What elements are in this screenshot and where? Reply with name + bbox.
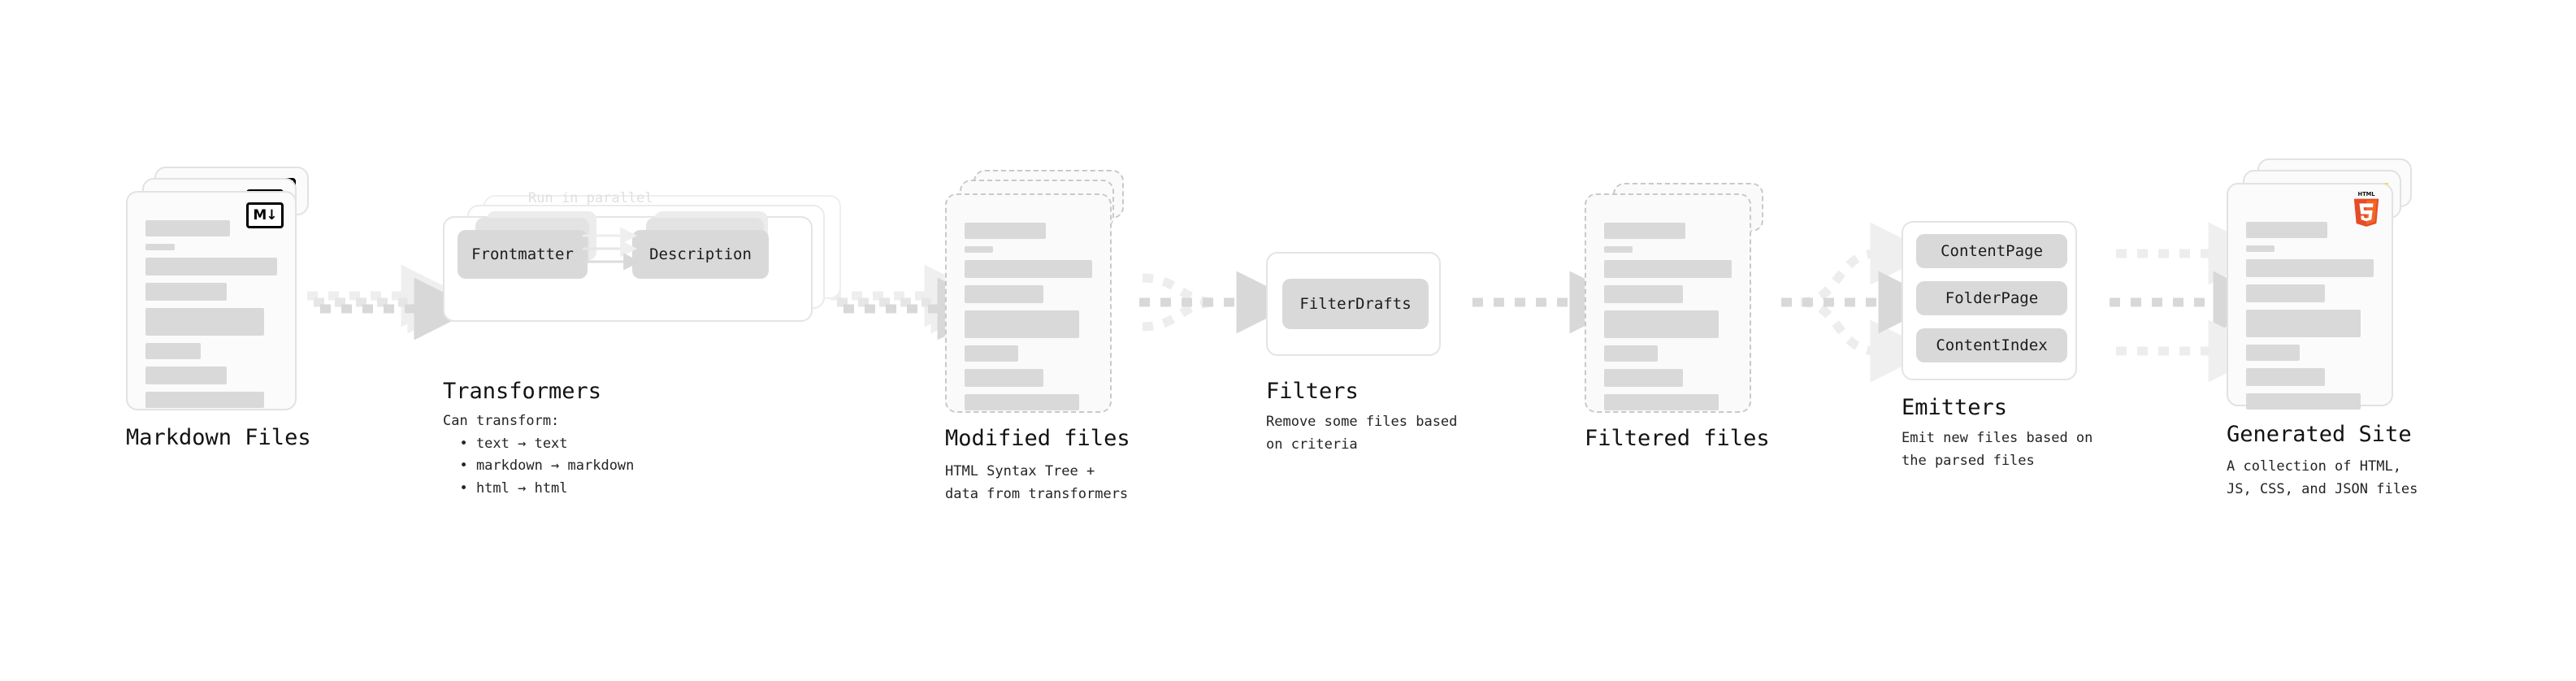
transformer-card-front: Frontmatter Description [443, 211, 813, 322]
html5-icon: HTML [2351, 191, 2382, 227]
filter-chip-filterdrafts[interactable]: FilterDrafts [1282, 279, 1429, 329]
markdown-file-front: M↓ [126, 191, 297, 410]
arrow-emitters-to-site [2110, 222, 2276, 383]
desc-emitters: Emit new files based on the parsed files [1902, 430, 2093, 469]
transformer-chip-description-label: Description [649, 245, 752, 263]
generated-site-content [2228, 184, 2392, 410]
modified-file-front [945, 193, 1112, 413]
stage-filtered-files [1585, 167, 1772, 419]
modified-file-content [947, 195, 1110, 411]
stage-generated-site: CSS HTML [2227, 158, 2422, 419]
arrow-markdown-to-transformers [307, 264, 477, 340]
label-emitters: Emitters [1902, 395, 2008, 420]
stage-markdown-files: M↓ M↓ M↓ [126, 167, 313, 419]
filter-chip-filterdrafts-label: FilterDrafts [1299, 295, 1412, 313]
arrow-transformers-to-modified [830, 264, 1000, 340]
label-filters: Filters [1266, 379, 1359, 404]
filtered-file-content [1586, 195, 1750, 411]
filter-card: FilterDrafts [1266, 252, 1441, 356]
label-filtered-files: Filtered files [1585, 426, 1770, 451]
svg-text:HTML: HTML [2358, 191, 2376, 197]
desc-filters: Remove some files based on criteria [1266, 414, 1458, 453]
emitter-chip-contentpage[interactable]: ContentPage [1916, 234, 2067, 268]
emitter-chip-folderpage[interactable]: FolderPage [1916, 281, 2067, 315]
transformer-chip-frontmatter-label: Frontmatter [471, 245, 574, 263]
markdown-file-stack: M↓ M↓ M↓ [126, 167, 313, 419]
label-run-in-parallel: Run in parallel [528, 190, 653, 206]
arrow-modified-to-filters [1139, 271, 1299, 334]
label-modified-files: Modified files [945, 426, 1130, 451]
label-markdown-files: Markdown Files [126, 425, 311, 450]
desc-transformers: Can transform: • text → text • markdown … [443, 413, 635, 497]
emitter-chip-contentindex-label: ContentIndex [1936, 336, 2048, 354]
emitter-card: ContentPage FolderPage ContentIndex [1902, 221, 2077, 380]
markdown-file-content [128, 193, 295, 409]
desc-modified-files: HTML Syntax Tree + data from transformer… [945, 463, 1129, 502]
transformer-chip-description[interactable]: Description [632, 230, 769, 279]
stage-modified-files [945, 167, 1132, 419]
filtered-file-front [1585, 193, 1751, 413]
transformer-inner-arrows [583, 227, 640, 271]
markdown-icon-front: M↓ [246, 202, 284, 228]
desc-generated-site: A collection of HTML, JS, CSS, and JSON … [2227, 458, 2418, 497]
generated-site-front-html: HTML [2227, 183, 2393, 410]
modified-file-stack [945, 167, 1132, 419]
emitter-chip-contentpage-label: ContentPage [1941, 242, 2043, 260]
label-transformers: Transformers [443, 379, 602, 404]
generated-site-stack: CSS HTML [2227, 158, 2422, 419]
emitter-chip-contentindex[interactable]: ContentIndex [1916, 328, 2067, 362]
label-generated-site: Generated Site [2227, 422, 2412, 447]
arrow-filtered-to-emitters [1781, 222, 1941, 383]
emitter-chip-folderpage-label: FolderPage [1945, 289, 2039, 307]
filtered-file-stack [1585, 167, 1772, 419]
transformer-chip-frontmatter[interactable]: Frontmatter [458, 230, 588, 279]
